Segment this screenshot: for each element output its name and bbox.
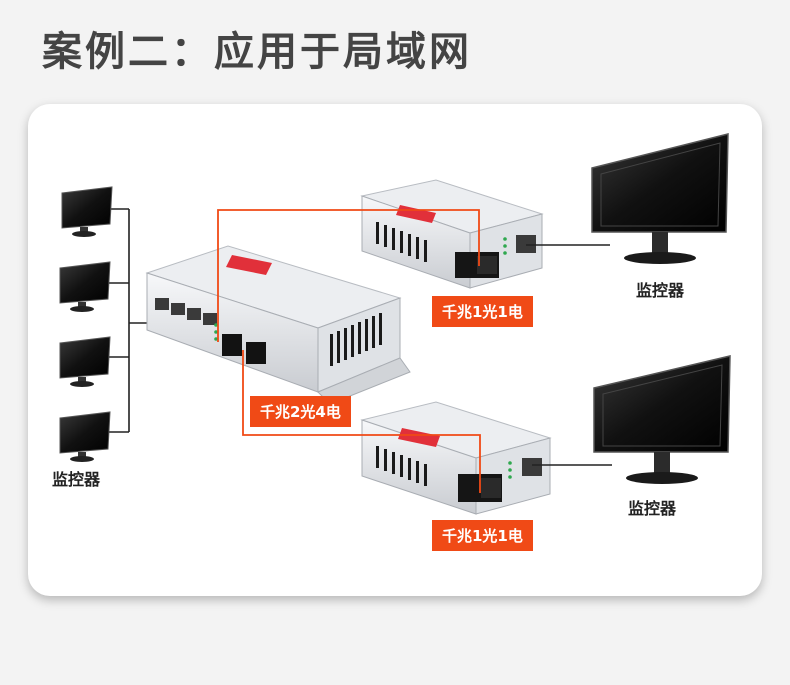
- bottom-media-converter: [360, 401, 552, 515]
- right-ethernet-links: [526, 244, 612, 466]
- monitor-left-4: [59, 411, 111, 462]
- monitor-top-right: [591, 133, 729, 264]
- monitor-left-2: [59, 261, 111, 312]
- monitor-bottom-right-label: 监控器: [628, 499, 677, 518]
- monitor-left-3: [59, 336, 111, 387]
- main-converter-tag: 千兆2光4电: [250, 396, 351, 427]
- monitor-left-1: [61, 186, 113, 237]
- main-media-converter: [145, 245, 411, 405]
- monitor-top-right-label: 监控器: [636, 281, 685, 300]
- fiber-links: [217, 209, 481, 493]
- top-converter-tag: 千兆1光1电: [432, 296, 533, 327]
- bottom-converter-tag: 千兆1光1电: [432, 520, 533, 551]
- monitor-bottom-right: [593, 355, 731, 484]
- page-title: 案例二：应用于局域网: [42, 29, 472, 75]
- top-media-converter: [360, 179, 544, 289]
- monitor-left-label: 监控器: [52, 470, 101, 489]
